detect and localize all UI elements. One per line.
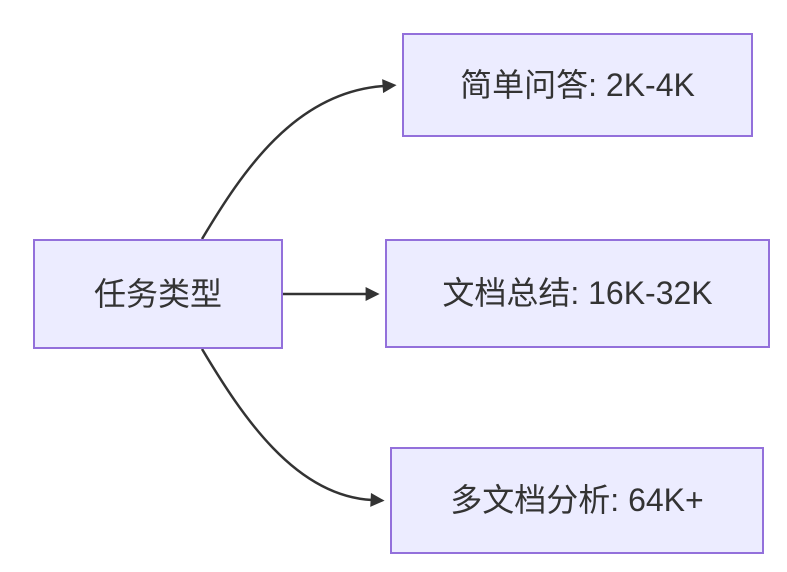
node-task-type-label: 任务类型 xyxy=(93,275,222,312)
node-task-type: 任务类型 xyxy=(33,239,283,349)
node-simple-qa: 简单问答: 2K-4K xyxy=(402,33,753,137)
node-doc-summary-label: 文档总结: 16K-32K xyxy=(442,275,713,312)
node-doc-summary: 文档总结: 16K-32K xyxy=(385,239,770,348)
edge-root-to-multi-doc-analysis xyxy=(200,348,385,507)
node-simple-qa-label: 简单问答: 2K-4K xyxy=(460,66,695,103)
node-multi-doc-analysis: 多文档分析: 64K+ xyxy=(390,447,764,554)
edge-root-to-simple-qa xyxy=(200,79,397,240)
node-multi-doc-analysis-label: 多文档分析: 64K+ xyxy=(450,482,704,519)
